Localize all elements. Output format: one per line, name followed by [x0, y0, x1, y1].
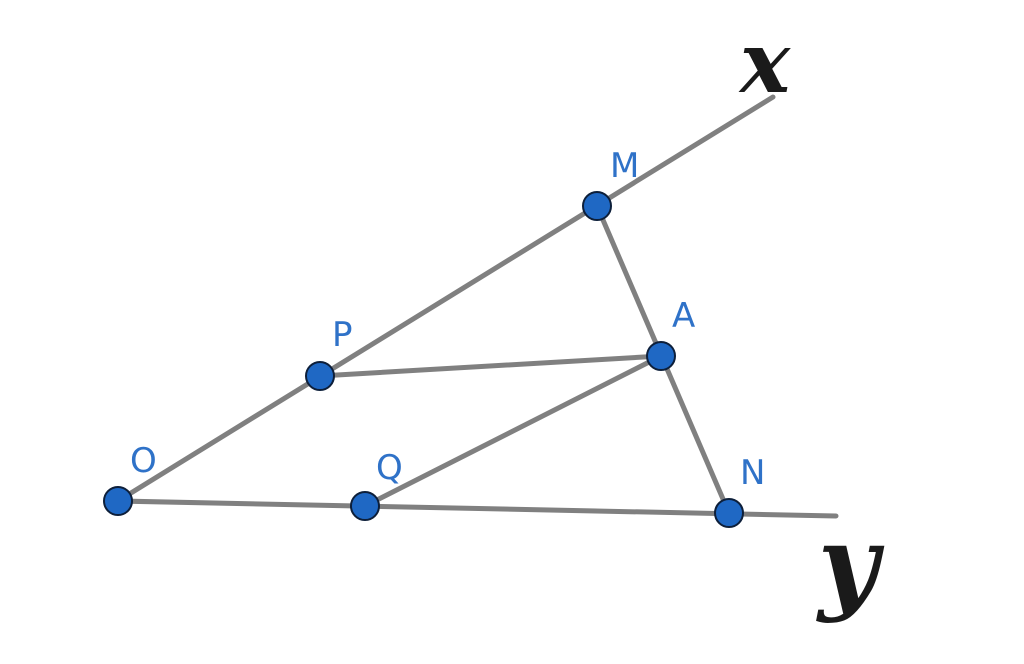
point-p[interactable] — [305, 361, 335, 391]
label-ray-y: y — [816, 502, 885, 625]
point-n[interactable] — [714, 498, 744, 528]
label-m: M — [610, 146, 639, 186]
segment-qa — [362, 353, 664, 509]
label-a: A — [672, 296, 695, 336]
label-n: N — [740, 453, 765, 493]
label-q: Q — [376, 448, 403, 488]
point-m[interactable] — [582, 191, 612, 221]
label-p: P — [332, 315, 353, 355]
ray-ox — [115, 94, 776, 504]
point-a[interactable] — [646, 341, 676, 371]
point-o[interactable] — [103, 486, 133, 516]
segment-pa — [317, 353, 664, 379]
label-o: O — [130, 441, 157, 481]
label-ray-x: x — [738, 13, 791, 112]
point-q[interactable] — [350, 491, 380, 521]
